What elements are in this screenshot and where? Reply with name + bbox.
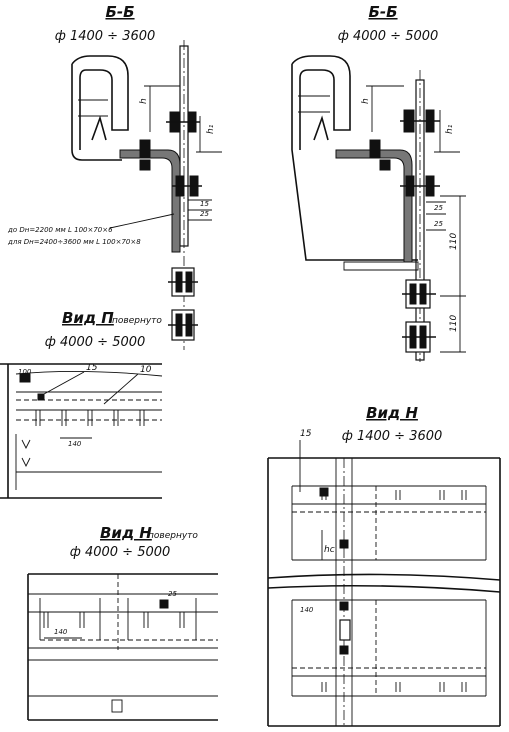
section-left-title: Б-Б — [105, 3, 134, 21]
bolt-assembly-right-2 — [402, 321, 436, 353]
view-n-left-title: Вид Н — [100, 524, 152, 542]
dim-110b: 110 — [449, 315, 459, 332]
section-bb-right: Б-Б ф 4000 ÷ 5000 h h₁ 25 25 — [291, 3, 466, 362]
bolt-assembly-2 — [168, 309, 198, 341]
dim-140c: 140 — [300, 606, 314, 614]
part-10: 10 — [140, 365, 152, 375]
view-p-note: повернуто — [112, 316, 162, 326]
note-line-2: для Dн=2400÷3600 мм L 100×70×8 — [7, 238, 141, 246]
bolt-lower-right — [400, 175, 440, 197]
dim-25b: 25 — [434, 204, 443, 212]
hopper-profile — [291, 55, 418, 261]
view-n-right-outline — [267, 457, 501, 727]
dim-h1: h₁ — [206, 124, 216, 134]
view-p-range: ф 4000 ÷ 5000 — [45, 335, 146, 350]
view-n-right-title: Вид Н — [366, 404, 418, 422]
note-line-1: до Dн=2200 мм L 100×70×6 — [7, 226, 113, 234]
section-bb-left: Б-Б ф 1400 ÷ 3600 h h₁ — [7, 3, 222, 350]
view-n-left-range: ф 4000 ÷ 5000 — [70, 545, 171, 560]
view-p-outline — [0, 363, 162, 499]
dim-h-right: h — [361, 98, 371, 104]
dim-h: h — [139, 98, 149, 104]
view-n-right: Вид Н ф 1400 ÷ 3600 15 hc 140 — [267, 404, 501, 727]
base-plate — [343, 261, 419, 271]
bolt-lower — [172, 175, 202, 197]
view-n-right-slots-lower — [321, 682, 467, 692]
angle-bracket — [119, 149, 181, 253]
view-n-left-outline — [27, 573, 218, 721]
angle-bracket-right — [335, 149, 413, 263]
section-right-title: Б-Б — [368, 3, 397, 21]
view-p-slots — [35, 410, 145, 426]
bolt-middle — [139, 139, 151, 171]
view-n-left: Вид Н повернуто ф 4000 ÷ 5000 140 25 — [27, 524, 218, 721]
dim-h1-right: h₁ — [445, 124, 455, 134]
dim-15: 15 — [200, 200, 209, 208]
dim-hc: hc — [324, 545, 335, 555]
view-n-right-range: ф 1400 ÷ 3600 — [342, 429, 443, 444]
dim-25a: 25 — [200, 210, 209, 218]
dim-25c: 25 — [434, 220, 443, 228]
bolt-assembly-1 — [168, 267, 198, 297]
dim-140a: 140 — [68, 440, 82, 448]
view-p: Вид П повернуто ф 4000 ÷ 5000 100 15 10 … — [0, 309, 162, 499]
dim-140b: 140 — [54, 628, 68, 636]
section-right-range: ф 4000 ÷ 5000 — [338, 29, 439, 44]
view-n-left-slots — [43, 612, 185, 628]
trough-profile — [71, 55, 129, 161]
dim-100: 100 — [18, 368, 32, 376]
bolt-assembly-right-1 — [402, 279, 436, 309]
section-left-range: ф 1400 ÷ 3600 — [55, 29, 156, 44]
bolt-upper — [166, 111, 200, 133]
bolt-upper-right — [400, 109, 440, 133]
trough-lip — [91, 115, 107, 141]
view-n-left-note: повернуто — [148, 531, 198, 541]
view-p-title: Вид П — [62, 309, 114, 327]
dim-25d: 25 — [168, 590, 177, 598]
bolt-middle-right — [369, 139, 391, 171]
dim-110a: 110 — [449, 233, 459, 250]
part-15b: 15 — [300, 429, 312, 439]
part-15a: 15 — [86, 363, 98, 373]
